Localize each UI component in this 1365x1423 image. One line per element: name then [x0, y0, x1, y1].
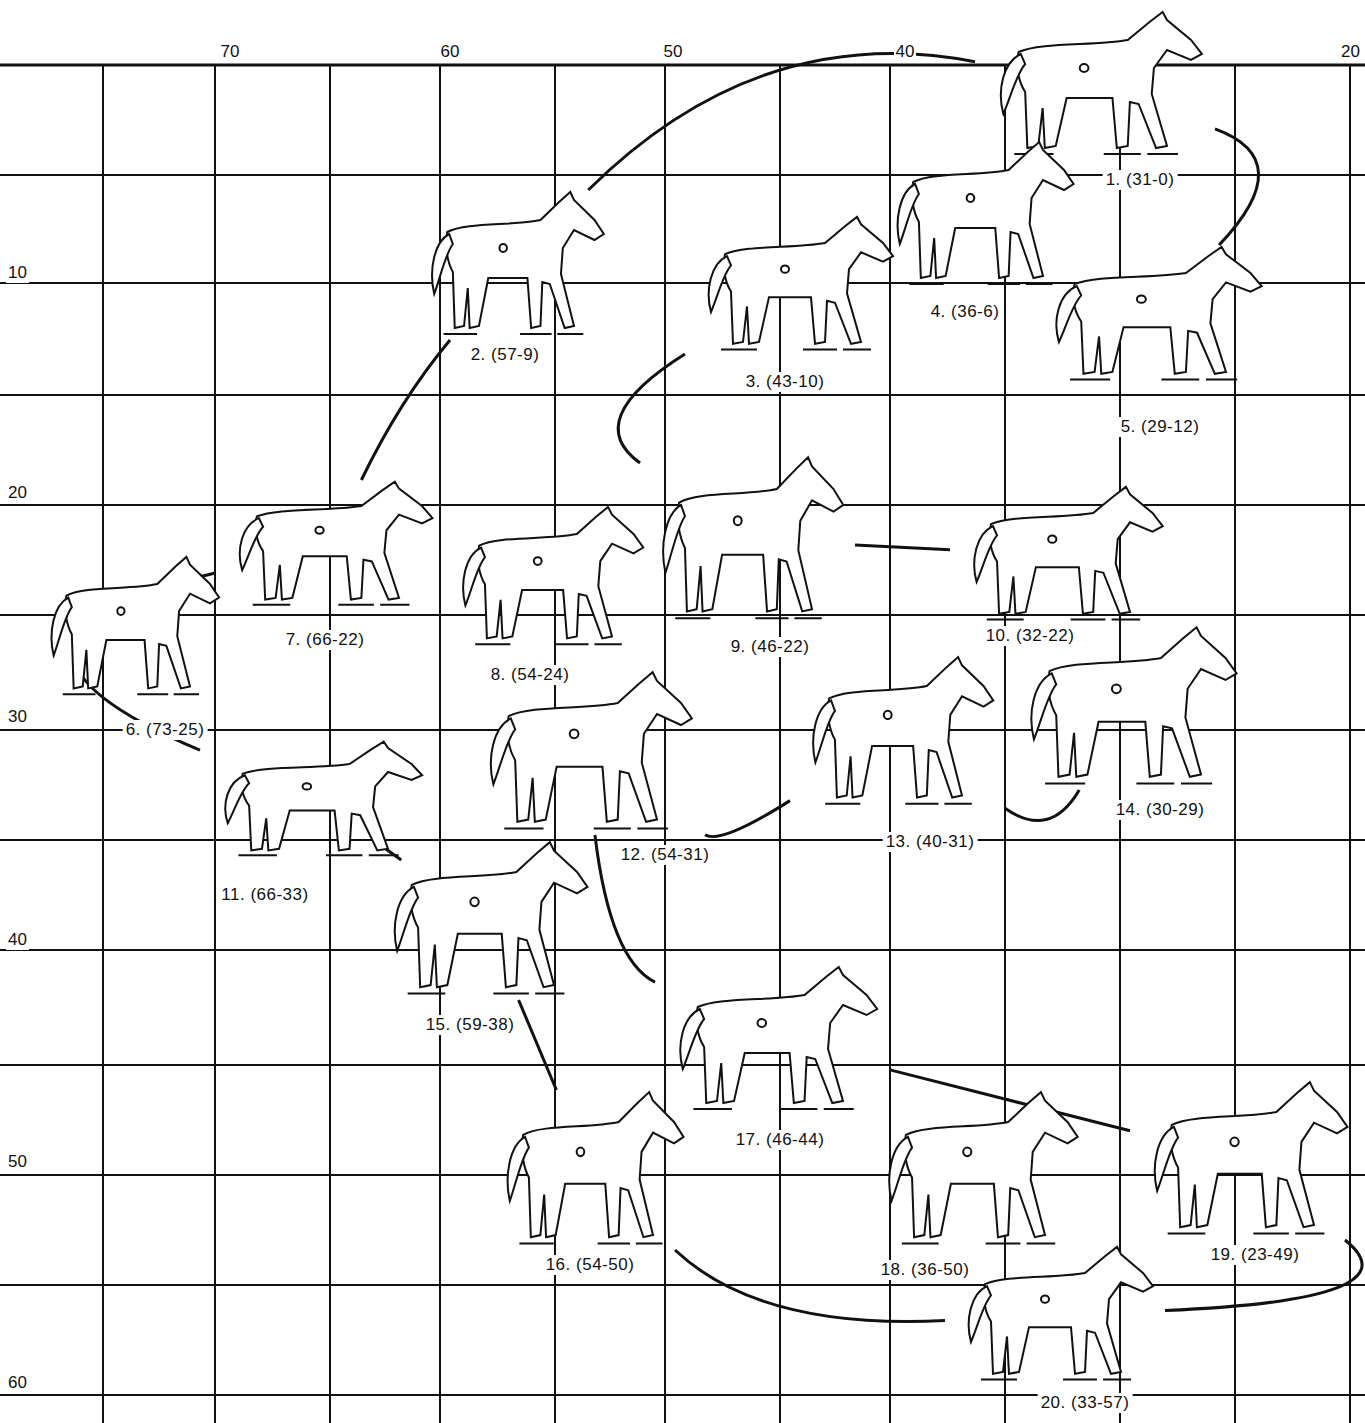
horse-figure: [410, 190, 615, 340]
horse-figure: [30, 555, 230, 700]
horse-figure: [790, 655, 1005, 810]
axis-number: 50: [662, 42, 685, 62]
figure-caption: 17. (46-44): [733, 1130, 828, 1150]
horse-figure: [215, 480, 445, 610]
gait-figure: 17. (46-44): [655, 965, 890, 1115]
figure-caption: 7. (66-22): [283, 630, 368, 650]
figure-caption: 10. (32-22): [983, 626, 1078, 646]
gait-figure: 20. (33-57): [945, 1245, 1165, 1385]
figure-caption: 8. (54-24): [488, 665, 573, 685]
axis-number: 20: [6, 483, 29, 503]
horse-figure: [685, 215, 905, 355]
axis-number: 40: [6, 930, 29, 950]
axis-number: 60: [439, 42, 462, 62]
gait-figure: 6. (73-25): [30, 555, 230, 700]
gait-figure: 3. (43-10): [685, 215, 905, 355]
gait-figure: 4. (36-6): [875, 140, 1085, 290]
axis-number: 20: [1339, 42, 1362, 62]
gait-figure: 1. (31-0): [975, 10, 1215, 160]
figure-caption: 5. (29-12): [1118, 417, 1203, 437]
gait-figure: 19. (23-49): [1130, 1080, 1360, 1240]
figure-caption: 18. (36-50): [878, 1260, 973, 1280]
figure-caption: 20. (33-57): [1038, 1393, 1133, 1413]
horse-figure: [200, 740, 435, 860]
sequence-line: [519, 1000, 557, 1090]
horse-figure: [465, 670, 705, 835]
figure-caption: 14. (30-29): [1113, 800, 1208, 820]
horse-figure: [975, 10, 1215, 160]
horse-figure: [485, 1090, 695, 1250]
horse-figure: [370, 840, 600, 1000]
sequence-line: [705, 801, 790, 837]
sequence-line: [588, 53, 975, 190]
sequence-line: [1215, 129, 1259, 245]
figure-caption: 19. (23-49): [1208, 1245, 1303, 1265]
figure-caption: 3. (43-10): [743, 372, 828, 392]
figure-caption: 15. (59-38): [423, 1015, 518, 1035]
figure-caption: 2. (57-9): [468, 345, 543, 365]
gait-figure: 10. (32-22): [950, 485, 1175, 625]
gait-figure: 8. (54-24): [440, 505, 655, 650]
axis-number: 70: [219, 42, 242, 62]
figure-caption: 6. (73-25): [123, 720, 208, 740]
sequence-line: [618, 354, 685, 463]
figure-caption: 16. (54-50): [543, 1255, 638, 1275]
sequence-line: [361, 340, 450, 480]
horse-figure: [950, 485, 1175, 625]
horse-figure: [1030, 245, 1275, 385]
sequence-line: [1005, 790, 1079, 821]
gait-figure: 12. (54-31): [465, 670, 705, 835]
axis-number: 30: [6, 707, 29, 727]
sequence-line: [1165, 1240, 1362, 1310]
figure-caption: 1. (31-0): [1103, 170, 1178, 190]
figure-caption: 4. (36-6): [928, 302, 1003, 322]
horse-figure: [1005, 625, 1250, 790]
gait-figure: 2. (57-9): [410, 190, 615, 340]
sequence-line: [855, 545, 950, 550]
gait-figure: 13. (40-31): [790, 655, 1005, 810]
gait-figure: 16. (54-50): [485, 1090, 695, 1250]
axis-number: 40: [894, 42, 917, 62]
axis-number: 10: [6, 263, 29, 283]
figure-caption: 13. (40-31): [883, 832, 978, 852]
figure-caption: 12. (54-31): [618, 845, 713, 865]
gait-figure: 14. (30-29): [1005, 625, 1250, 790]
horse-figure: [655, 965, 890, 1115]
gait-figure: 18. (36-50): [865, 1090, 1090, 1250]
horse-figure: [440, 505, 655, 650]
gait-figure: 15. (59-38): [370, 840, 600, 1000]
horse-figure: [865, 1090, 1090, 1250]
figure-caption: 11. (66-33): [218, 885, 311, 905]
gait-figure: 7. (66-22): [215, 480, 445, 610]
horse-figure: [945, 1245, 1165, 1385]
gait-figure: 11. (66-33): [200, 740, 435, 860]
horse-figure: [640, 455, 855, 625]
horse-figure: [1130, 1080, 1360, 1240]
gait-figure: 5. (29-12): [1030, 245, 1275, 385]
axis-number: 50: [6, 1152, 29, 1172]
axis-number: 60: [6, 1373, 29, 1393]
gait-figure: 9. (46-22): [640, 455, 855, 625]
horse-figure: [875, 140, 1085, 290]
figure-caption: 9. (46-22): [728, 637, 813, 657]
